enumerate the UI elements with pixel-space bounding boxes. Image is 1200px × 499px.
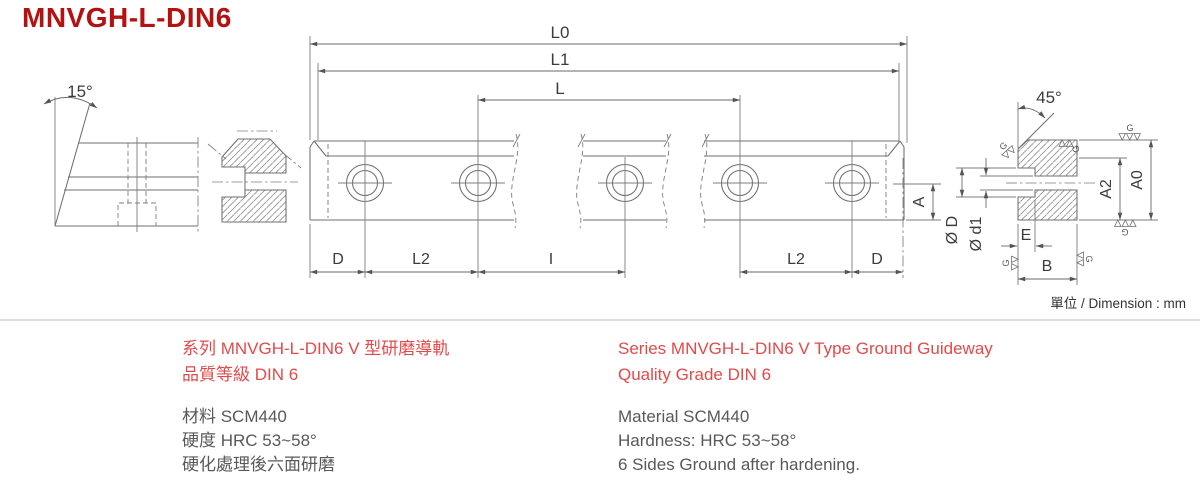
rail-front-view: L0 L1 L D L2 I L2 D [309,23,941,278]
svg-text:G: G [1121,227,1128,237]
material-en: Material SCM440 [618,407,750,426]
series-zh: 系列 MNVGH-L-DIN6 V 型研磨導軌 [182,339,450,358]
dim-L: L [555,79,564,98]
dim-A-group: A [893,183,941,221]
length-dimensions: L0 L1 L [309,23,908,143]
grade-en: Quality Grade DIN 6 [618,365,772,384]
unit-note: 單位 / Dimension : mm [1050,296,1186,311]
svg-text:G: G [1071,145,1081,152]
finish-mark-left-face: G [1001,255,1019,271]
dim-D-left: D [332,251,344,268]
dim-L0: L0 [551,23,570,42]
dim-L1: L1 [551,50,570,69]
mounting-holes [338,95,879,278]
technical-drawing: 15° [43,23,1186,311]
spec-column-en: Series MNVGH-L-DIN6 V Type Ground Guidew… [618,336,993,477]
series-en: Series MNVGH-L-DIN6 V Type Ground Guidew… [618,339,993,358]
svg-text:G: G [1001,259,1011,266]
process-en: 6 Sides Ground after hardening. [618,455,860,474]
dim-I: I [549,251,553,268]
dim-A2: A2 [1098,179,1115,199]
dim-L2-left: L2 [412,251,430,268]
finish-mark-top-face: G [1118,123,1142,141]
finish-mark-chamfer: G [997,140,1015,159]
dim-dia-D: Ø D [944,216,961,244]
finish-mark-bottom-face: G [1113,219,1137,237]
taper-angle-label: 15° [67,82,93,101]
svg-text:G: G [1084,255,1094,262]
v-rail-section-view [207,130,302,223]
grade-zh: 品質等級 DIN 6 [182,365,299,384]
dim-E: E [1021,227,1032,244]
dim-B: B [1042,258,1053,275]
spec-column-zh: 系列 MNVGH-L-DIN6 V 型研磨導軌 品質等級 DIN 6 材料 SC… [182,336,449,477]
dim-D-right: D [871,251,883,268]
svg-text:G: G [997,140,1009,152]
hardness-en: Hardness: HRC 53~58° [618,431,797,450]
rail-section-view: 45° A0 A2 Ø D Ø d1 E [944,88,1158,285]
pitch-dimensions: D L2 I L2 D [309,158,904,278]
svg-text:G: G [1126,123,1133,133]
dim-L2-right: L2 [787,251,805,268]
finish-mark-right-face: G [1076,251,1094,267]
hardness-zh: 硬度 HRC 53~58° [182,431,317,450]
dim-A0: A0 [1129,170,1146,190]
page-title: MNVGH-L-DIN6 [22,2,232,33]
finish-mark-top-corner: G [1058,139,1081,153]
divider [0,319,1200,321]
material-zh: 材料 SCM440 [182,407,287,426]
process-zh: 硬化處理後六面研磨 [182,455,335,474]
side-view-15deg: 15° [43,82,199,232]
chamfer-angle-label: 45° [1036,88,1062,107]
dim-dia-d1: Ø d1 [968,217,985,252]
dim-A: A [911,196,928,207]
